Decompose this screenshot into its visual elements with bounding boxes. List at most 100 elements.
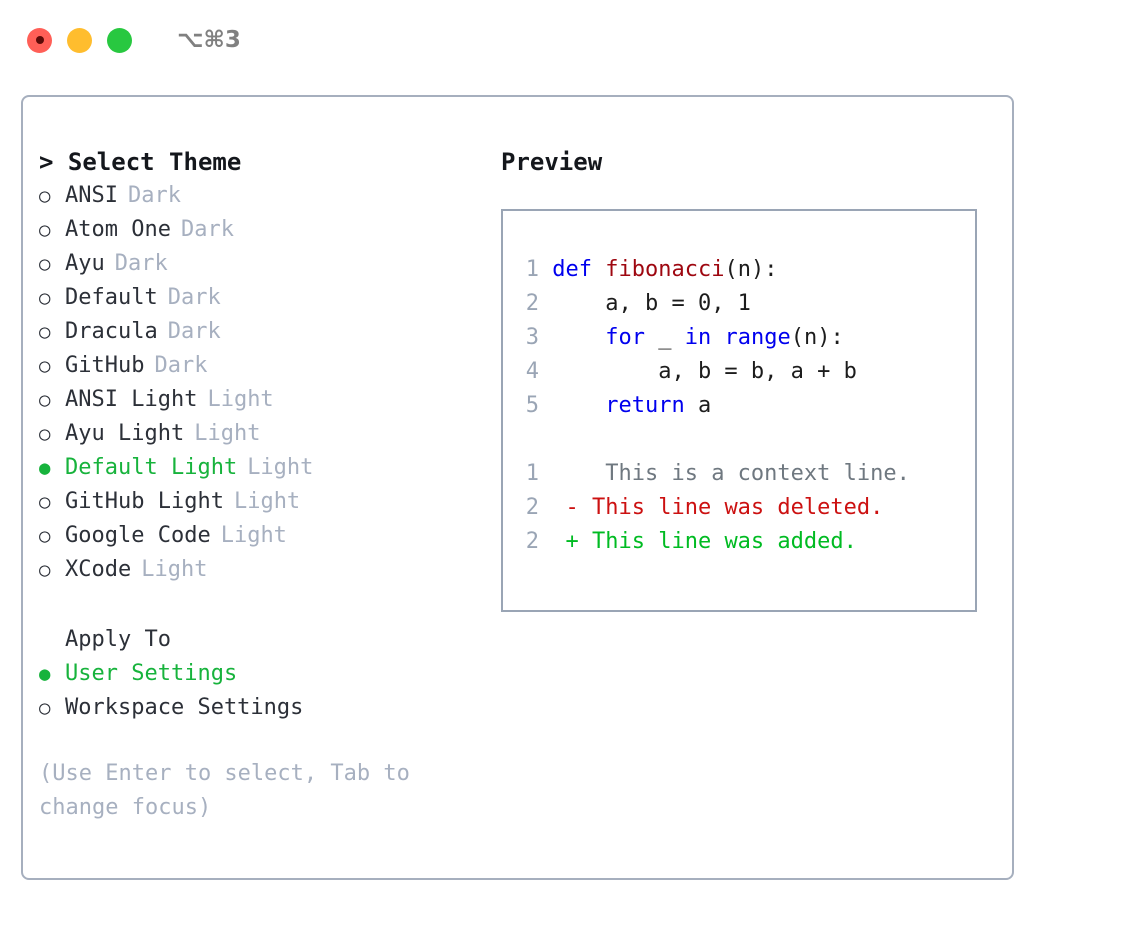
preview-column: Preview 1 def fibonacci(n):2 a, b = 0, 1… [501,145,991,612]
theme-option-tag: Dark [154,353,208,378]
apply-to-heading: Apply To [65,627,171,652]
code-token-plain: a [684,393,712,418]
code-line-number: 1 [525,257,539,282]
code-token-kw: range [724,325,791,350]
diff-sample: 1 This is a context line.2 - This line w… [517,457,975,559]
radio-unselected-icon: ○ [39,389,51,411]
code-line: 4 a, b = b, a + b [517,355,975,389]
radio-unselected-icon: ○ [39,525,51,547]
radio-selected-icon: ● [39,663,51,685]
diff-line-number: 1 [525,461,539,486]
theme-option-github-light[interactable]: ○ GitHub Light Light [39,485,489,519]
diff-line-text: This is a context line. [565,461,910,486]
theme-option-tag: Dark [114,251,168,276]
theme-option-ayu[interactable]: ○ Ayu Dark [39,247,489,281]
radio-unselected-icon: ○ [39,219,51,241]
code-line: 2 a, b = 0, 1 [517,287,975,321]
theme-option-label: XCode [65,557,132,582]
maximize-button[interactable] [107,27,132,53]
window-controls [27,27,132,53]
theme-option-tag: Light [194,421,261,446]
theme-option-tag: Light [233,489,301,514]
code-line: 1 def fibonacci(n): [517,253,975,287]
theme-option-label: Atom One [65,217,171,242]
code-token-plain: (n): [790,325,844,350]
theme-option-tag: Light [247,455,314,480]
radio-unselected-icon: ○ [39,321,51,343]
theme-option-ansi-light[interactable]: ○ ANSI Light Light [39,383,489,417]
code-token-kw: def [552,257,606,282]
diff-line-number: 2 [525,529,539,554]
code-token-plain: a, b = b, a + b [552,359,857,384]
apply-to-option-label: User Settings [65,661,238,686]
apply-to-option-workspace-settings[interactable]: ○Workspace Settings [39,691,489,725]
radio-unselected-icon: ○ [39,287,51,309]
diff-line-add: 2 + This line was added. [517,525,975,559]
code-token-plain: a, b = 0, 1 [552,291,751,316]
code-token-plain: (n): [724,257,778,282]
theme-option-atom-one[interactable]: ○ Atom One Dark [39,213,489,247]
radio-unselected-icon: ○ [39,355,51,377]
keyboard-shortcut-label: ⌥⌘3 [177,27,241,53]
code-line-number: 5 [525,393,539,418]
apply-to-option-user-settings[interactable]: ● User Settings [39,657,489,691]
apply-to-list[interactable]: ● User Settings ○Workspace Settings [39,657,489,725]
keyboard-hint-text: (Use Enter to select, Tab to change focu… [39,761,424,820]
theme-option-label: Ayu Light [65,421,185,446]
theme-option-dracula[interactable]: ○ Dracula Dark [39,315,489,349]
theme-option-tag: Dark [180,217,234,242]
theme-option-label: GitHub [65,353,145,378]
apply-to-option-label: Workspace Settings [65,695,304,720]
theme-option-ayu-light[interactable]: ○ Ayu Light Light [39,417,489,451]
theme-option-tag: Light [207,387,274,412]
close-button[interactable] [27,27,52,53]
diff-line-del: 2 - This line was deleted. [517,491,975,525]
theme-option-tag: Dark [167,319,221,344]
minimize-button[interactable] [67,27,92,53]
code-line-number: 2 [525,291,539,316]
code-token-kw: in [684,325,712,350]
code-token-kw: return [605,393,685,418]
theme-option-label: Google Code [65,523,211,548]
theme-option-label: ANSI [65,183,118,208]
code-line: 3 for _ in range(n): [517,321,975,355]
theme-option-tag: Dark [167,285,221,310]
theme-option-label: Default [65,285,158,310]
code-token-fn: fibonacci [605,257,725,282]
theme-option-google-code[interactable]: ○ Google Code Light [39,519,489,553]
theme-option-tag: Light [141,557,208,582]
code-token-plain: _ [644,325,685,350]
diff-line-number: 2 [525,495,539,520]
theme-option-label: Dracula [65,319,158,344]
code-token-plain [552,393,605,418]
theme-option-label: Default Light [65,455,238,480]
code-line-number: 4 [525,359,539,384]
apply-to-section: Apply To ● User Settings ○Workspace Settin… [39,623,489,725]
theme-option-label: Ayu [65,251,105,276]
radio-unselected-icon: ○ [39,491,51,513]
code-line-number: 3 [525,325,539,350]
theme-option-github[interactable]: ○ GitHub Dark [39,349,489,383]
select-theme-heading: > Select Theme [39,148,242,176]
code-token-plain [711,325,724,350]
theme-option-label: ANSI Light [65,387,198,412]
radio-unselected-icon: ○ [39,253,51,275]
theme-option-default[interactable]: ○ Default Dark [39,281,489,315]
theme-option-tag: Light [220,523,287,548]
theme-option-tag: Dark [127,183,181,208]
preview-heading: Preview [501,148,603,176]
radio-unselected-icon: ○ [39,423,51,445]
diff-line-ctx: 1 This is a context line. [517,457,975,491]
theme-option-label: GitHub Light [65,489,224,514]
title-bar: ⌥⌘3 [0,0,1140,80]
code-spacer [517,423,975,457]
